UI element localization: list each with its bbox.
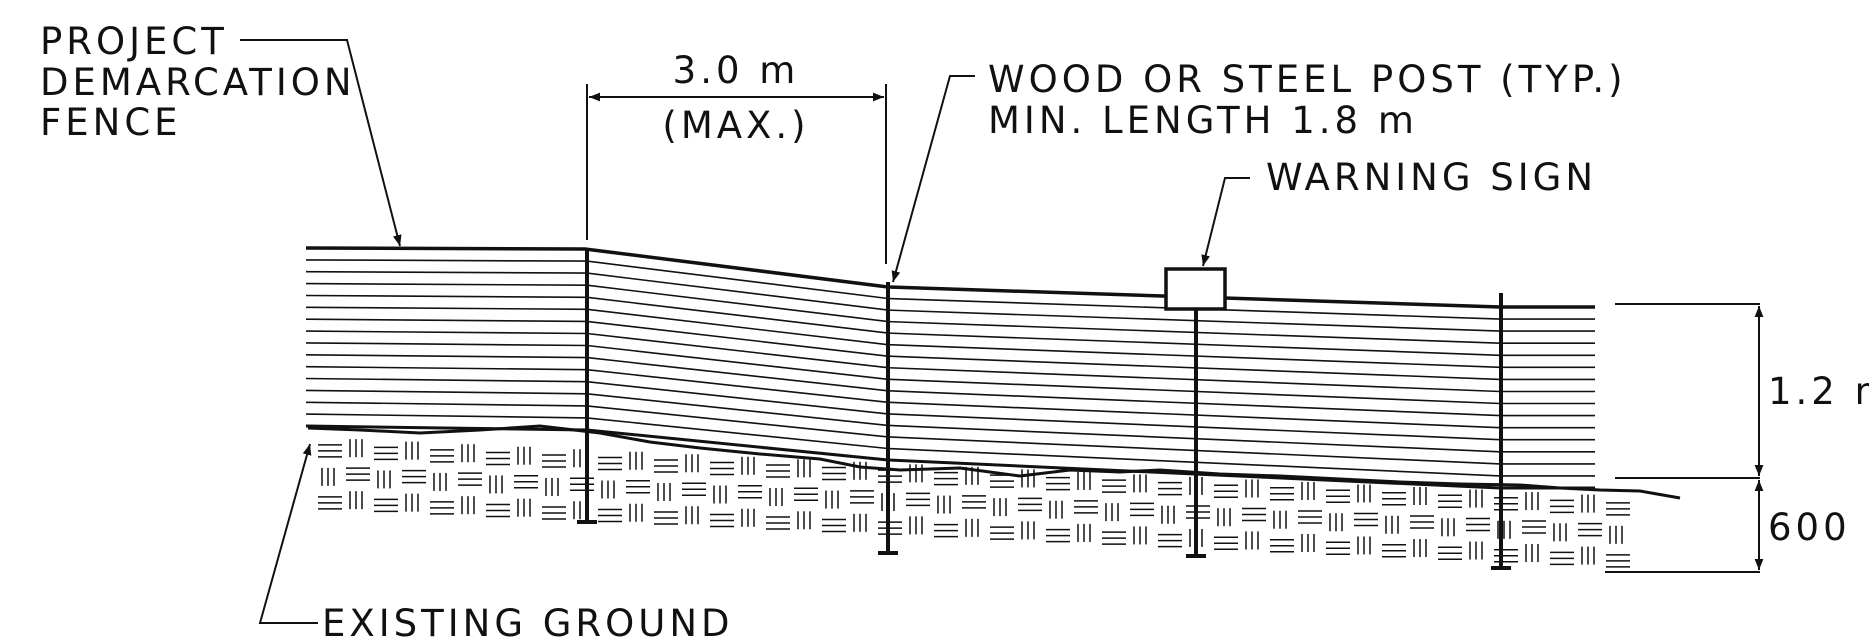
warning-sign-label: WARNING SIGN [1266,156,1597,199]
fence-height-label: 1.2 m [1768,370,1869,413]
fence-top-rail [305,246,1595,309]
warning-sign-board [1164,267,1227,311]
ground-label-leader [258,443,318,624]
fence-label-line-3: FENCE [40,101,182,144]
fence-post-1 [577,248,597,524]
post-spacing-dimension [586,84,887,264]
fence-wires [305,259,1595,490]
fence-wire [305,282,1595,345]
spacing-value-label: 3.0 m [673,49,800,92]
fence-label-line-2: DEMARCATION [40,61,356,104]
fence-label-line-1: PROJECT [40,20,228,63]
post-label-line-2: MIN. LENGTH 1.8 m [988,99,1418,142]
embed-depth-label: 600 [1768,506,1851,549]
spacing-note-label: (MAX.) [662,104,809,147]
fence-post-2 [878,282,898,555]
post-label-leader [891,75,975,283]
fence-post-3 [1491,293,1511,570]
height-dimensions [1605,303,1764,573]
ground-hatching [318,439,1630,568]
post-label-line-1: WOOD OR STEEL POST (TYP.) [988,58,1627,101]
sign-post [1186,308,1206,558]
fence-label-leader [240,39,402,247]
existing-ground-label: EXISTING GROUND [322,602,734,642]
warning-sign-leader [1201,177,1250,267]
